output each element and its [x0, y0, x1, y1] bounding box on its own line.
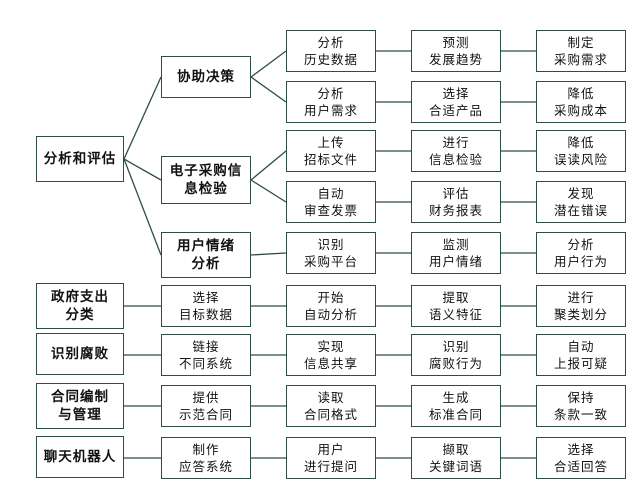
step-node: 降低 采购成本	[536, 81, 626, 123]
step-node: 上传 招标文件	[286, 130, 376, 172]
step-node: 降低 误读风险	[536, 130, 626, 172]
branch-node-sentiment-analysis: 用户情绪 分析	[161, 232, 251, 278]
step-node: 提供 示范合同	[161, 385, 251, 427]
step-node: 开始 自动分析	[286, 285, 376, 327]
connector-branch-to-step	[250, 150, 287, 181]
step-node: 自动 上报可疑	[536, 334, 626, 376]
step-node: 提取 语义特征	[411, 285, 501, 327]
step-node: 制定 采购需求	[536, 30, 626, 72]
connector-root-to-branch	[123, 76, 162, 160]
step-node: 读取 合同格式	[286, 385, 376, 427]
category-node-corruption-detection: 识别腐败	[36, 333, 124, 375]
connector-branch-to-step	[250, 76, 287, 103]
step-node: 发现 潜在错误	[536, 181, 626, 223]
step-node: 撷取 关键词语	[411, 437, 501, 479]
step-node: 评估 财务报表	[411, 181, 501, 223]
step-node: 选择 目标数据	[161, 285, 251, 327]
step-node: 自动 审查发票	[286, 181, 376, 223]
step-node: 预测 发展趋势	[411, 30, 501, 72]
category-node-chatbot: 聊天机器人	[36, 436, 124, 478]
root-node: 分析和评估	[36, 136, 124, 182]
category-node-contract-management: 合同编制 与管理	[36, 383, 124, 429]
step-node: 进行 聚类划分	[536, 285, 626, 327]
step-node: 分析 用户需求	[286, 81, 376, 123]
step-node: 监测 用户情绪	[411, 232, 501, 274]
connector-branch-to-step	[250, 252, 287, 256]
step-node: 链接 不同系统	[161, 334, 251, 376]
step-node: 制作 应答系统	[161, 437, 251, 479]
branch-node-decision-support: 协助决策	[161, 56, 251, 98]
step-node: 实现 信息共享	[286, 334, 376, 376]
step-node: 选择 合适产品	[411, 81, 501, 123]
connector-root-to-branch	[123, 158, 162, 181]
category-node-spending-classification: 政府支出 分类	[36, 283, 124, 329]
step-node: 选择 合适回答	[536, 437, 626, 479]
step-node: 保持 条款一致	[536, 385, 626, 427]
step-node: 识别 腐败行为	[411, 334, 501, 376]
branch-node-e-procurement-check: 电子采购信 息检验	[161, 156, 251, 204]
connector-branch-to-step	[250, 179, 287, 203]
step-node: 用户 进行提问	[286, 437, 376, 479]
step-node: 识别 采购平台	[286, 232, 376, 274]
step-node: 分析 用户行为	[536, 232, 626, 274]
step-node: 分析 历史数据	[286, 30, 376, 72]
step-node: 生成 标准合同	[411, 385, 501, 427]
step-node: 进行 信息检验	[411, 130, 501, 172]
connector-root-to-branch	[123, 158, 162, 256]
connector-branch-to-step	[250, 50, 287, 78]
